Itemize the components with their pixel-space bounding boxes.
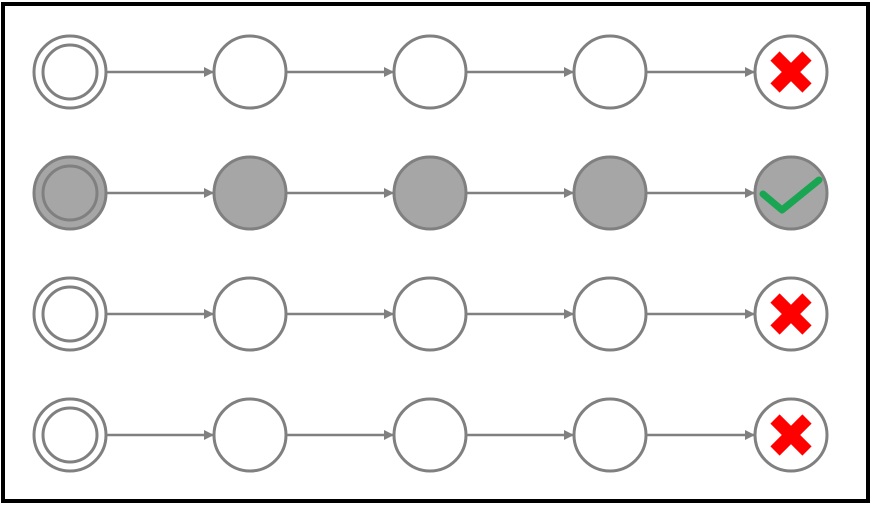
check-icon (759, 176, 823, 214)
cross-stroke (770, 293, 812, 335)
start-node-inner-ring (41, 406, 99, 464)
step-node (392, 155, 468, 231)
step-node (392, 34, 468, 110)
cross-stroke (770, 414, 812, 456)
diagram-row-3 (32, 276, 829, 352)
cross-stroke (770, 51, 812, 93)
step-node (212, 155, 288, 231)
step-node (212, 276, 288, 352)
cross-icon (770, 293, 812, 335)
step-node (392, 397, 468, 473)
start-node-inner-ring (41, 285, 99, 343)
step-node (212, 34, 288, 110)
step-node (392, 276, 468, 352)
start-node (32, 397, 108, 473)
start-node-inner-ring (41, 43, 99, 101)
start-node (32, 34, 108, 110)
cross-icon (770, 51, 812, 93)
step-node (572, 155, 648, 231)
step-node (572, 34, 648, 110)
cross-icon (770, 414, 812, 456)
diagram-row-2 (32, 155, 829, 231)
start-node (32, 155, 108, 231)
step-node (212, 397, 288, 473)
step-node (572, 276, 648, 352)
diagram-row-4 (32, 397, 829, 473)
start-node-inner-ring (41, 164, 99, 222)
start-node (32, 276, 108, 352)
result-node (753, 155, 829, 231)
diagram-row-1 (32, 34, 829, 110)
step-node (572, 397, 648, 473)
